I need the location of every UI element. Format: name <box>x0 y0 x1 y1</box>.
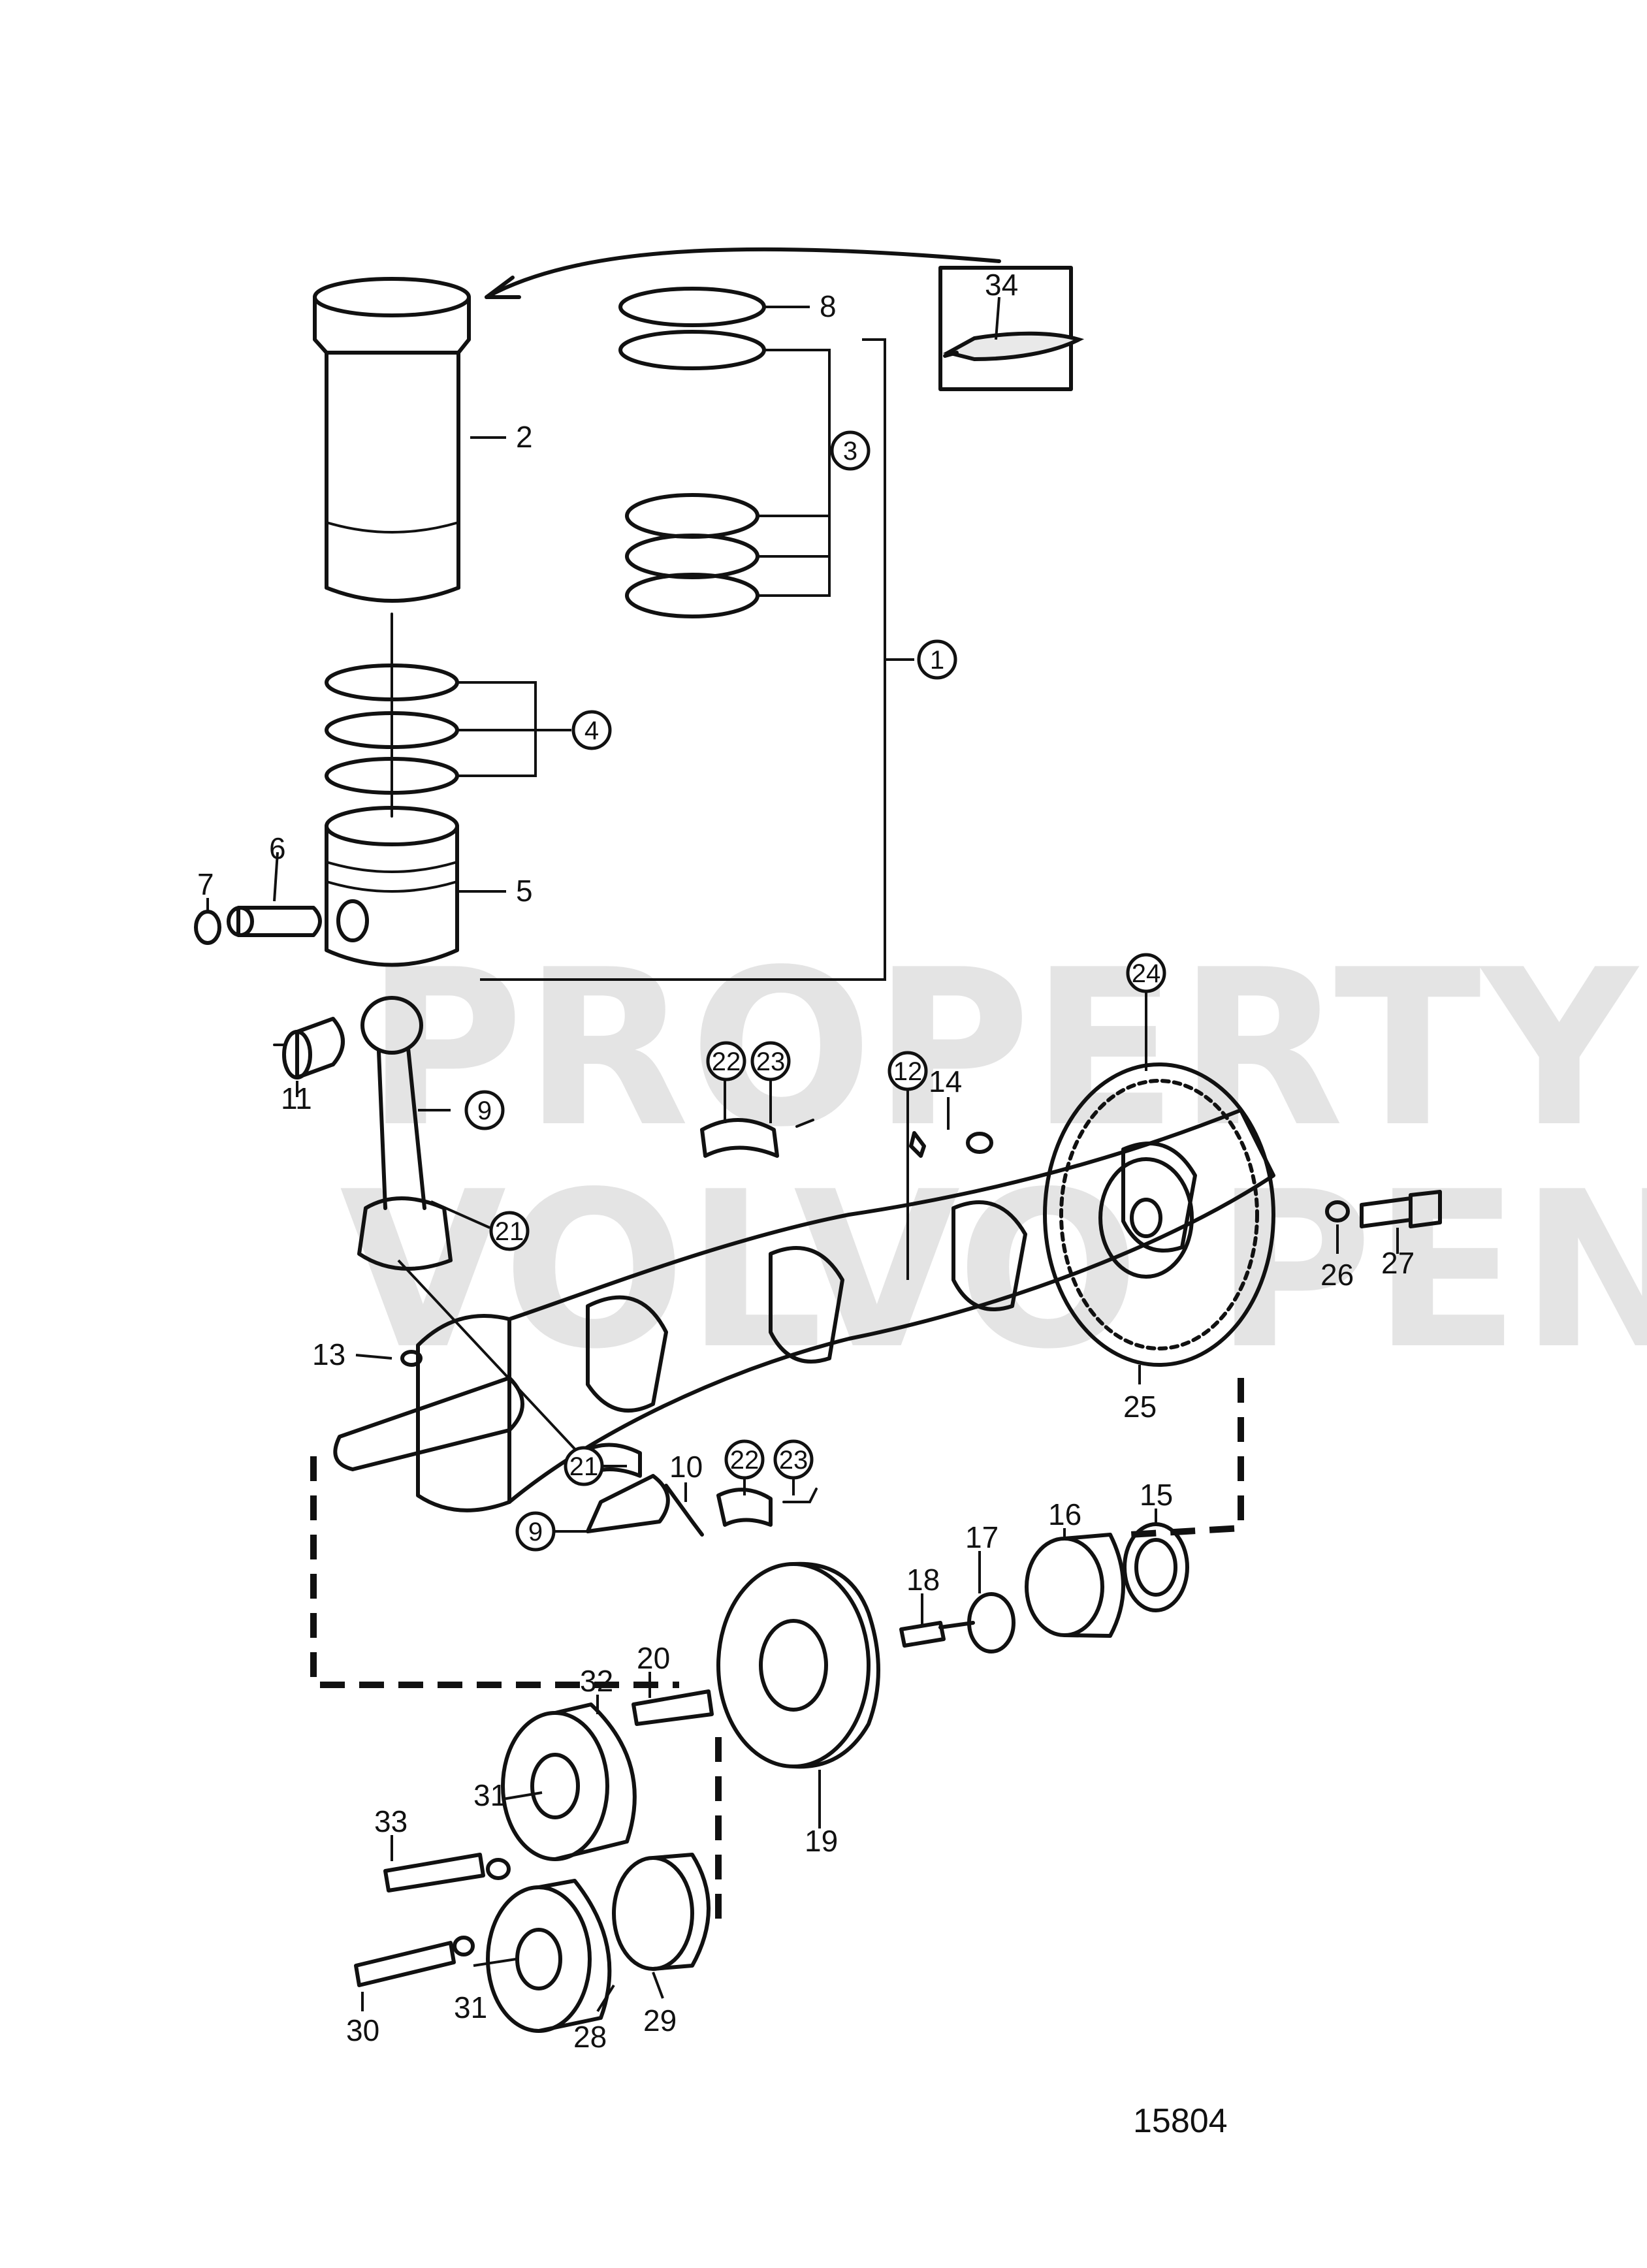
callout-28: 28 <box>573 2020 607 2054</box>
dashed-assembly-frame <box>310 1378 1244 1933</box>
watermark-line1: PROPERTY OF <box>366 923 1647 1174</box>
callout-17: 17 <box>965 1520 999 1554</box>
flywheel <box>1043 1062 1442 1367</box>
belt-pulley-lower <box>354 1853 711 2033</box>
callout-29: 29 <box>643 2004 677 2037</box>
callout-3: 3 <box>843 437 857 466</box>
callout-21-lower: 21 <box>569 1452 599 1481</box>
callout-25: 25 <box>1123 1390 1157 1424</box>
callout-10: 10 <box>669 1450 703 1484</box>
callout-circles <box>464 430 1166 1552</box>
watermark: PROPERTY OF VOLVO PENTA <box>340 923 1647 1396</box>
callout-19: 19 <box>805 1824 838 1858</box>
callout-26: 26 <box>1320 1258 1354 1292</box>
callout-13: 13 <box>312 1337 345 1371</box>
callout-34: 34 <box>985 268 1018 302</box>
callout-9-upper: 9 <box>477 1096 492 1125</box>
callout-20: 20 <box>637 1641 670 1675</box>
callout-11: 11 <box>281 1081 312 1115</box>
callout-8: 8 <box>820 289 837 323</box>
piston-ring-set <box>618 287 766 618</box>
callout-21-upper: 21 <box>495 1217 524 1246</box>
callout-22-upper: 22 <box>712 1047 741 1076</box>
callout-14: 14 <box>929 1064 962 1098</box>
callout-23-lower: 23 <box>779 1446 808 1475</box>
front-gears <box>899 1522 1189 1653</box>
callout-33: 33 <box>374 1804 408 1838</box>
connecting-rod <box>273 996 453 1271</box>
callout-4: 4 <box>584 716 599 745</box>
callout-31-upper: 31 <box>473 1778 507 1812</box>
callout-31-lower: 31 <box>454 1990 487 2024</box>
cylinder-liner <box>313 277 471 603</box>
callout-24: 24 <box>1132 959 1161 988</box>
watermark-line2: VOLVO PENTA <box>340 1145 1647 1396</box>
drawing-reference-number: 15804 <box>1133 2102 1228 2140</box>
callout-15: 15 <box>1140 1478 1173 1512</box>
callout-27: 27 <box>1381 1246 1415 1280</box>
callout-30: 30 <box>346 2013 379 2047</box>
callout-22-lower: 22 <box>730 1446 760 1475</box>
liner-seal-rings <box>325 613 459 818</box>
callout-2: 2 <box>516 420 533 454</box>
callout-32: 32 <box>580 1664 613 1698</box>
callout-23-upper: 23 <box>756 1047 786 1076</box>
leader-lines <box>206 296 1399 2013</box>
callout-12: 12 <box>893 1057 923 1086</box>
callout-labels: 1 2 3 4 5 6 7 8 9 9 10 11 12 13 14 15 16… <box>197 268 1415 2054</box>
callout-9-lower: 9 <box>528 1518 543 1546</box>
callout-1: 1 <box>930 646 944 675</box>
callout-7: 7 <box>197 867 214 901</box>
callout-18: 18 <box>906 1563 940 1597</box>
vibration-damper <box>632 1561 880 1769</box>
callout-16: 16 <box>1048 1497 1081 1531</box>
callout-5: 5 <box>516 874 533 908</box>
callout-6: 6 <box>269 831 286 865</box>
belt-pulley-upper <box>383 1702 637 1893</box>
piston-assembly <box>194 806 459 967</box>
sealant-tube-box <box>485 247 1085 391</box>
